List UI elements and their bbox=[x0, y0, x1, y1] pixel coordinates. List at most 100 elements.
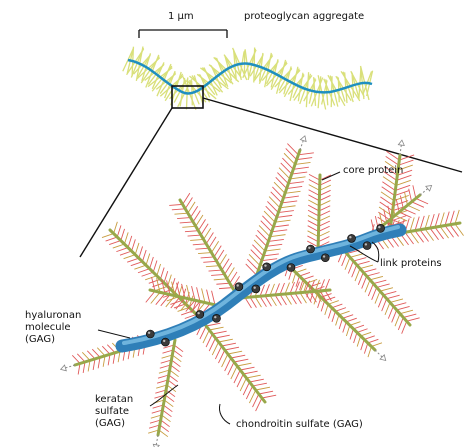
gag-chain bbox=[348, 261, 353, 273]
gag-chain bbox=[218, 350, 224, 363]
gag-chain bbox=[265, 249, 281, 251]
gag-chain bbox=[116, 248, 128, 252]
gag-chain bbox=[408, 205, 420, 210]
gag-chain bbox=[174, 345, 183, 352]
link-protein-highlight bbox=[214, 316, 216, 318]
gag-chain bbox=[308, 231, 319, 237]
gag-chain bbox=[353, 258, 366, 261]
gag-chain bbox=[225, 358, 231, 371]
gag-chain bbox=[72, 355, 80, 363]
gag-chain bbox=[142, 250, 146, 262]
gag-chain bbox=[398, 317, 403, 329]
gag-chain bbox=[393, 303, 406, 306]
gag-chain bbox=[298, 153, 314, 155]
gag-chain bbox=[407, 318, 420, 321]
gag-chain bbox=[396, 199, 399, 212]
gag-chain bbox=[240, 378, 246, 391]
gag-chain bbox=[182, 226, 195, 227]
gag-chain bbox=[400, 310, 413, 313]
gag-chain bbox=[368, 284, 373, 296]
gag-chain bbox=[287, 144, 298, 155]
gag-chain bbox=[260, 296, 266, 306]
link-protein-bead bbox=[235, 283, 243, 291]
gag-chain bbox=[243, 371, 257, 374]
gag-chain bbox=[357, 261, 370, 264]
gag-chain bbox=[145, 276, 157, 280]
gag-chain bbox=[361, 339, 364, 350]
gag-chain bbox=[249, 390, 255, 403]
gag-chain bbox=[173, 350, 182, 357]
scale-bar bbox=[139, 30, 227, 38]
gag-chain bbox=[222, 343, 236, 346]
gag-chain bbox=[320, 180, 331, 185]
gag-chain bbox=[377, 284, 390, 287]
gag-chain bbox=[246, 375, 260, 378]
link-protein-highlight bbox=[378, 226, 380, 228]
gag-chain bbox=[405, 192, 408, 205]
gag-chain bbox=[209, 327, 223, 330]
gag-chain bbox=[160, 425, 169, 432]
gag-chain bbox=[163, 405, 172, 412]
gag-chain bbox=[392, 310, 397, 322]
gag-chain bbox=[382, 182, 395, 191]
gag-chain bbox=[113, 244, 125, 248]
gag-chain bbox=[139, 246, 143, 258]
gag-chain bbox=[243, 382, 249, 395]
zoom-line-left bbox=[80, 108, 172, 257]
gag-chain bbox=[361, 332, 372, 336]
link-protein-highlight bbox=[323, 255, 325, 257]
gag-chain bbox=[228, 351, 242, 354]
gag-chain bbox=[277, 173, 288, 184]
link-protein-highlight bbox=[308, 247, 310, 249]
continuation-arrow bbox=[156, 435, 158, 445]
gag-chain bbox=[360, 265, 373, 268]
gag-chain bbox=[279, 168, 290, 179]
gag-chain bbox=[412, 202, 424, 207]
gag-chain bbox=[328, 308, 331, 319]
link-protein-highlight bbox=[289, 265, 291, 267]
link-protein-bead bbox=[377, 224, 385, 232]
gag-chain bbox=[309, 174, 320, 180]
gag-chain bbox=[308, 195, 319, 201]
continuation-arrow bbox=[420, 189, 428, 195]
gag-chain bbox=[370, 276, 383, 279]
gag-chain bbox=[219, 288, 232, 289]
gag-chain bbox=[399, 212, 411, 217]
core-protein-strand bbox=[158, 340, 175, 435]
gag-chain bbox=[375, 291, 380, 303]
gag-chain bbox=[127, 258, 139, 262]
link-protein-highlight bbox=[197, 312, 199, 314]
gag-chain bbox=[215, 335, 229, 338]
gag-chain bbox=[383, 291, 396, 294]
gag-chain bbox=[339, 318, 342, 329]
gag-chain bbox=[177, 218, 190, 219]
gag-chain bbox=[262, 216, 273, 227]
gag-chain bbox=[185, 231, 198, 232]
gag-chain bbox=[267, 201, 278, 212]
gag-chain bbox=[153, 261, 157, 273]
gag-chain bbox=[287, 186, 303, 188]
gag-chain bbox=[385, 302, 390, 314]
gag-chain bbox=[262, 259, 278, 261]
link-protein-bead bbox=[212, 314, 220, 322]
gag-chain bbox=[231, 366, 237, 379]
gag-chain bbox=[255, 297, 261, 307]
gag-chain bbox=[249, 254, 260, 265]
gag-chain bbox=[277, 215, 293, 217]
gag-chain bbox=[164, 271, 168, 283]
gag-chain bbox=[280, 206, 296, 208]
scale-bar-label: 1 µm bbox=[168, 11, 194, 23]
gag-chain bbox=[190, 239, 203, 240]
gag-chain bbox=[299, 272, 310, 276]
gag-chain bbox=[388, 306, 393, 318]
gag-chain bbox=[383, 177, 396, 186]
gag-chain bbox=[285, 294, 291, 304]
gag-chain bbox=[381, 192, 394, 201]
continuation-arrow-head bbox=[398, 140, 404, 145]
gag-chain bbox=[390, 299, 403, 302]
gag-chain bbox=[246, 264, 257, 275]
gag-chain bbox=[156, 286, 168, 290]
gag-chain bbox=[368, 346, 371, 357]
gag-chain bbox=[168, 275, 172, 287]
